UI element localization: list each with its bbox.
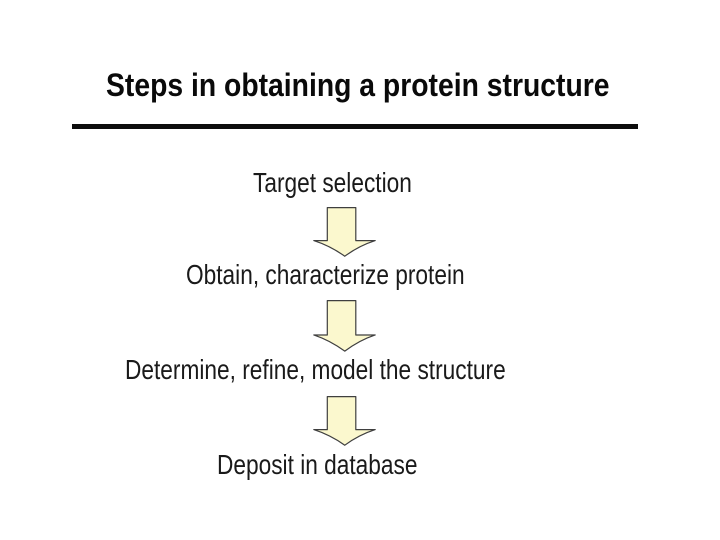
down-arrow-shape (313, 396, 376, 446)
step-label-determine-refine-model: Determine, refine, model the structure (125, 354, 506, 385)
down-arrow-shape (313, 207, 376, 257)
slide-title: Steps in obtaining a protein structure (106, 67, 610, 103)
down-arrow-icon (313, 207, 376, 257)
title-divider-rule (72, 124, 638, 129)
down-arrow-icon (313, 300, 376, 352)
step-label-obtain-characterize-protein: Obtain, characterize protein (186, 259, 465, 290)
step-label-target-selection: Target selection (253, 167, 412, 198)
step-label-deposit-in-database: Deposit in database (217, 449, 418, 480)
down-arrow-shape (313, 300, 376, 352)
down-arrow-icon (313, 396, 376, 446)
